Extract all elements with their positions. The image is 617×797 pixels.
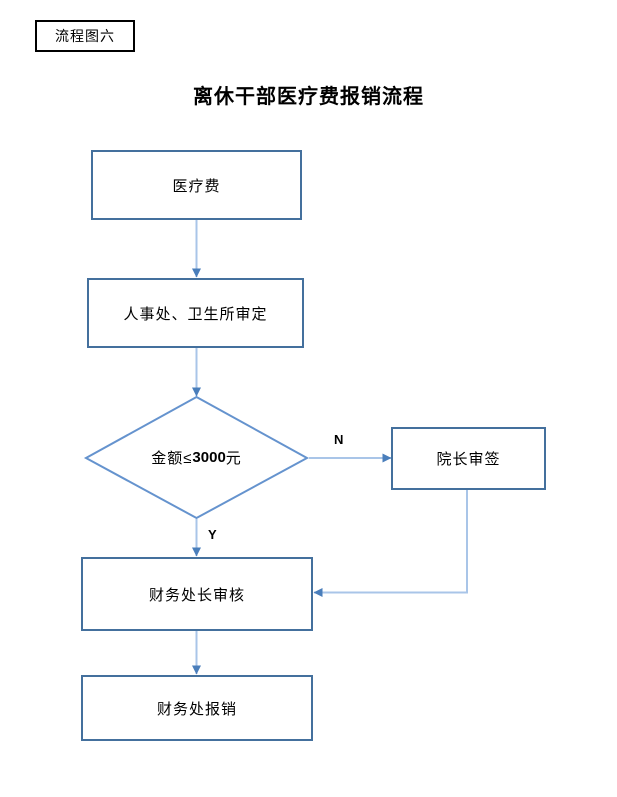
- page-title: 离休干部医疗费报销流程: [193, 86, 424, 108]
- node-medical-fee-box: [91, 150, 302, 220]
- edge-label-yes: Y: [208, 527, 217, 542]
- flowchart-tag-box: 流程图六: [35, 20, 135, 52]
- node-decision-diamond: [83, 395, 310, 520]
- node-finance-office-reimburse-box: [81, 675, 313, 741]
- flowchart-tag-label: 流程图六: [55, 28, 115, 44]
- node-finance-director-review-box: [81, 557, 313, 631]
- node-dean-approval-box: [391, 427, 546, 490]
- connector-dean-to-financedirector: [313, 490, 468, 597]
- edge-label-no: N: [334, 432, 344, 447]
- node-personnel-review-box: [87, 278, 304, 348]
